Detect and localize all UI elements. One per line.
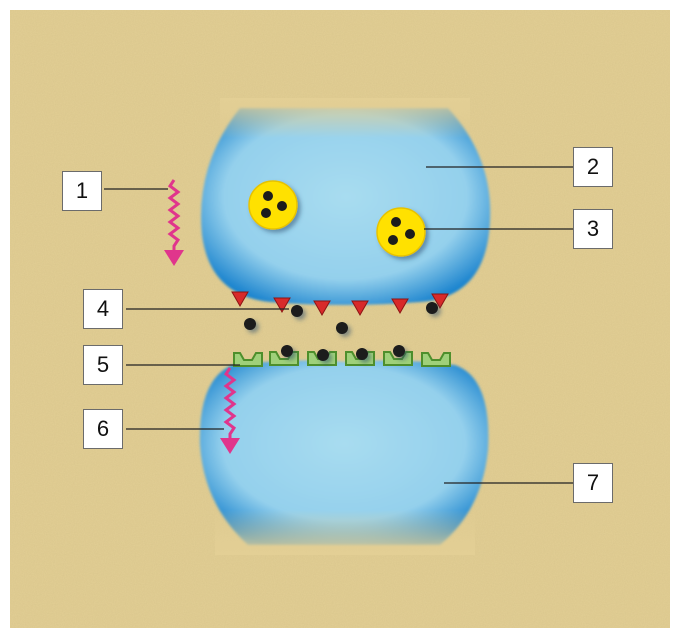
label-6: 6	[83, 409, 123, 449]
presynaptic-terminal	[201, 98, 490, 305]
vesicle-icon	[377, 208, 425, 256]
vesicle-icon	[249, 181, 297, 229]
label-3: 3	[573, 209, 613, 249]
label-5: 5	[83, 345, 123, 385]
label-2: 2	[573, 147, 613, 187]
postsynaptic-terminal	[200, 361, 489, 555]
label-4: 4	[83, 289, 123, 329]
label-1: 1	[62, 171, 102, 211]
label-7: 7	[573, 463, 613, 503]
